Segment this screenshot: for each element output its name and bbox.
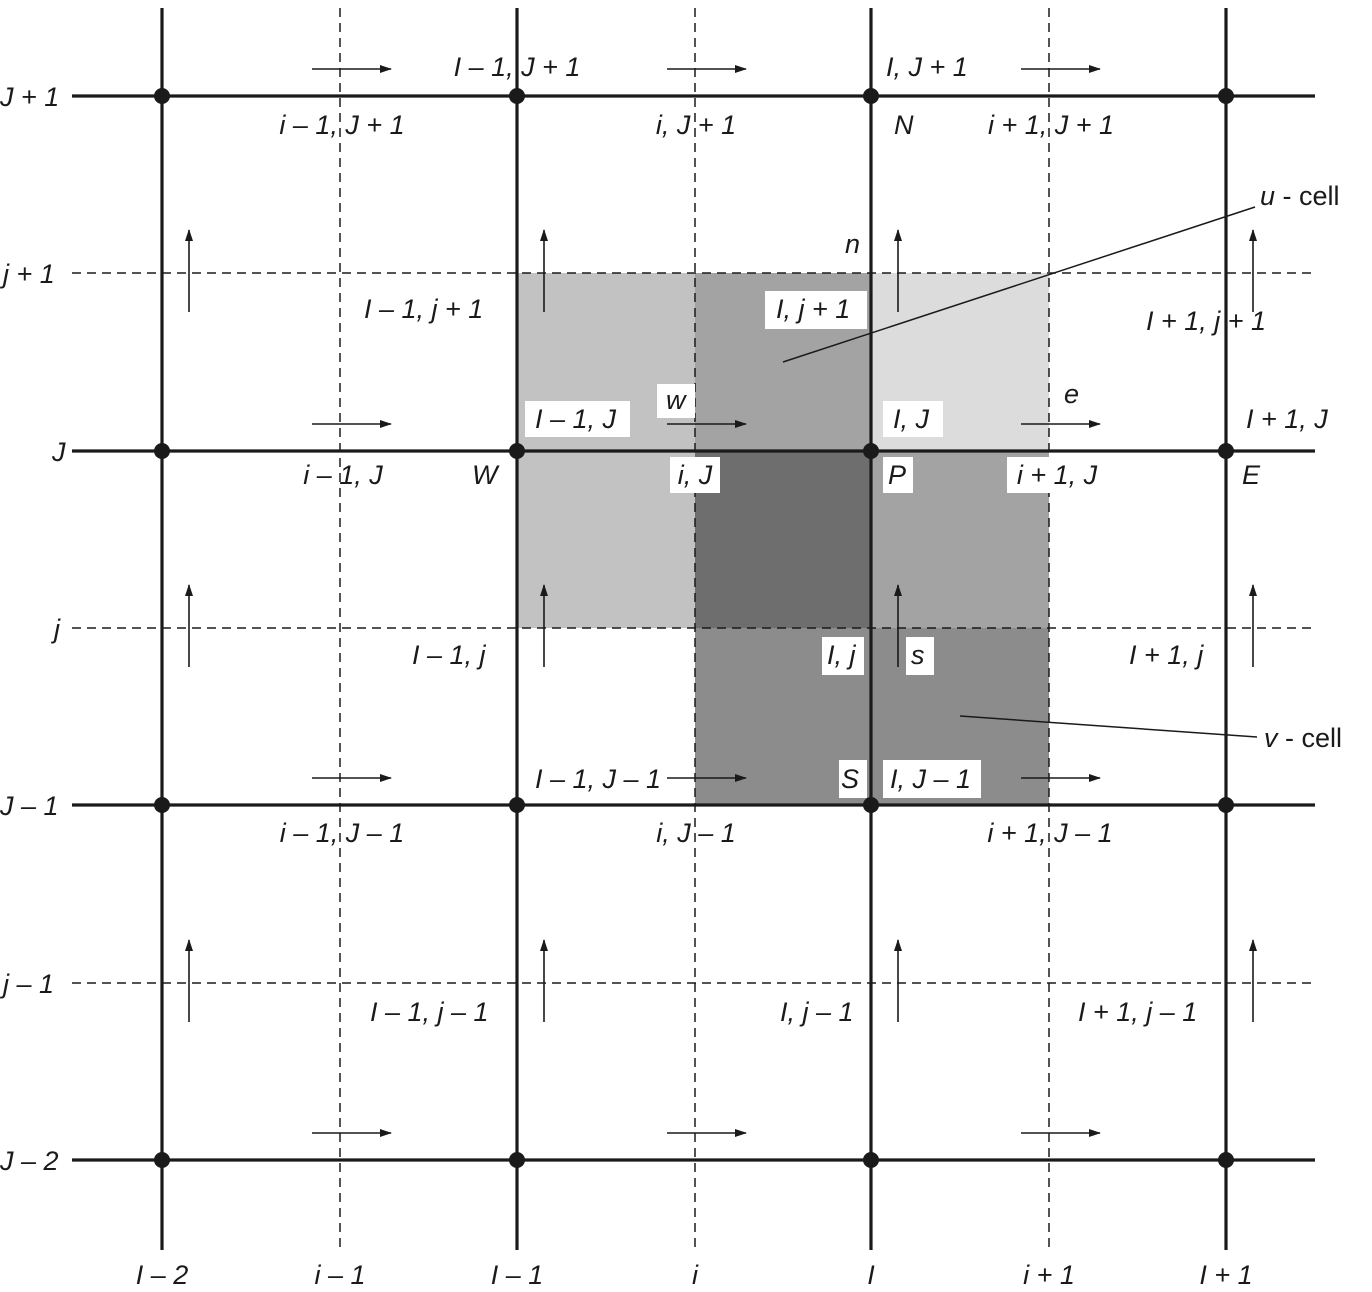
scalar-node-dot — [863, 88, 879, 104]
scalar-node-dot — [863, 797, 879, 813]
u-cell-suffix: - cell — [1275, 181, 1340, 211]
row-label-J+1: J + 1 — [0, 82, 59, 112]
node-face-labels: N n w e W P E s S — [472, 110, 1261, 794]
scalar-node-dot — [863, 1152, 879, 1168]
u-cell-leader-line — [782, 206, 1256, 363]
node-label-P: P — [888, 460, 906, 490]
face-label-w: w — [666, 385, 687, 415]
node-label-W: W — [472, 460, 500, 490]
col-label-i+1: i + 1 — [1023, 1260, 1075, 1290]
scalar-node-dot — [863, 443, 879, 459]
label-bg-s — [906, 637, 934, 675]
label-bg-Im1-J — [525, 401, 630, 437]
label-bg-w — [657, 384, 695, 418]
label-bg-I-J — [883, 401, 943, 437]
label-im1-Jp1: i – 1, J + 1 — [279, 110, 404, 140]
label-ip1-J: i + 1, J — [1017, 460, 1098, 490]
scalar-node-dot — [1218, 797, 1234, 813]
label-I-Jp1: I, J + 1 — [886, 52, 968, 82]
label-im1-J: i – 1, J — [303, 460, 383, 490]
label-Ip1-J: I + 1, J — [1246, 404, 1328, 434]
index-labels: I – 1, J + 1 I, J + 1 i – 1, J + 1 i, J … — [279, 52, 1328, 1027]
label-backgrounds — [525, 291, 1107, 798]
row-label-j+1: j + 1 — [0, 259, 55, 289]
label-bg-i-J — [670, 457, 720, 493]
label-bg-I-Jm1 — [883, 760, 981, 798]
scalar-node-dot — [154, 443, 170, 459]
label-i-Jp1: i, J + 1 — [656, 110, 736, 140]
scalar-node-dot — [509, 88, 525, 104]
label-Im1-j: I – 1, j — [412, 640, 487, 670]
label-Im1-jp1: I – 1, j + 1 — [364, 294, 483, 324]
face-label-e: e — [1064, 379, 1079, 409]
label-I-J: I, J — [893, 404, 930, 434]
column-axis-labels: I – 2 i – 1 I – 1 i I i + 1 I + 1 — [136, 1260, 1253, 1290]
col-label-I-1: I – 1 — [491, 1260, 544, 1290]
v-cell-leader-line — [959, 715, 1258, 738]
label-Im1-Jm1: I – 1, J – 1 — [535, 764, 661, 794]
v-cell-callout: v - cell — [1264, 723, 1342, 753]
label-bg-ip1-J — [1007, 457, 1107, 493]
scalar-node-dot — [1218, 1152, 1234, 1168]
label-Im1-jm1: I – 1, j – 1 — [370, 997, 489, 1027]
row-label-j: j — [50, 614, 61, 644]
scalar-node-dot — [509, 797, 525, 813]
row-label-J: J — [51, 437, 66, 467]
label-bg-S — [839, 760, 867, 798]
node-label-S: S — [841, 764, 859, 794]
label-ip1-Jm1: i + 1, J – 1 — [987, 818, 1112, 848]
scalar-node-dot — [154, 1152, 170, 1168]
label-I-jp1: I, j + 1 — [776, 294, 850, 324]
velocity-arrows — [185, 65, 1257, 1137]
label-bg-I-j — [822, 637, 864, 675]
label-ip1-Jp1: i + 1, J + 1 — [988, 110, 1114, 140]
label-Ip1-j: I + 1, j — [1129, 640, 1204, 670]
v-cell-symbol: v — [1264, 723, 1279, 753]
node-label-E: E — [1242, 460, 1261, 490]
col-label-i-1: i – 1 — [314, 1260, 365, 1290]
row-label-J-1: J – 1 — [0, 791, 59, 821]
label-bg-P — [883, 457, 913, 493]
u-cell-symbol: u — [1260, 181, 1275, 211]
face-label-n: n — [845, 229, 860, 259]
face-label-s: s — [911, 640, 925, 670]
label-i-Jm1: i, J – 1 — [656, 818, 736, 848]
label-bg-I-jp1 — [765, 291, 867, 329]
col-label-I-2: I – 2 — [136, 1260, 189, 1290]
scalar-node-dot — [1218, 443, 1234, 459]
u-cell-callout: u - cell — [1260, 181, 1340, 211]
label-Ip1-jp1: I + 1, j + 1 — [1146, 306, 1266, 336]
label-Ip1-jm1: I + 1, j – 1 — [1078, 997, 1197, 1027]
scalar-node-dot — [154, 88, 170, 104]
label-i-J: i, J — [678, 460, 713, 490]
label-Im1-Jp1: I – 1, J + 1 — [454, 52, 581, 82]
label-im1-Jm1: i – 1, J – 1 — [280, 818, 405, 848]
node-label-N: N — [894, 110, 914, 140]
scalar-nodes — [154, 88, 1234, 1168]
scalar-node-dot — [1218, 88, 1234, 104]
shaded-regions — [517, 273, 1049, 805]
row-axis-labels: J + 1 j + 1 J j J – 1 j – 1 J – 2 — [0, 82, 66, 1176]
col-label-I+1: I + 1 — [1199, 1260, 1252, 1290]
scalar-grid-lines — [72, 8, 1315, 1250]
label-I-Jm1: I, J – 1 — [890, 764, 971, 794]
staggered-grid-lines — [72, 8, 1315, 1250]
scalar-node-dot — [509, 443, 525, 459]
scalar-cell-overlap — [695, 451, 871, 628]
row-label-j-1: j – 1 — [0, 969, 54, 999]
scalar-node-dot — [154, 797, 170, 813]
col-label-i: i — [692, 1260, 699, 1290]
label-I-jm1: I, j – 1 — [780, 997, 854, 1027]
row-label-J-2: J – 2 — [0, 1146, 59, 1176]
v-cell-suffix: - cell — [1278, 723, 1343, 753]
scalar-node-dot — [509, 1152, 525, 1168]
label-Im1-J: I – 1, J — [535, 404, 617, 434]
col-label-I: I — [867, 1260, 875, 1290]
label-I-j: I, j — [827, 640, 857, 670]
